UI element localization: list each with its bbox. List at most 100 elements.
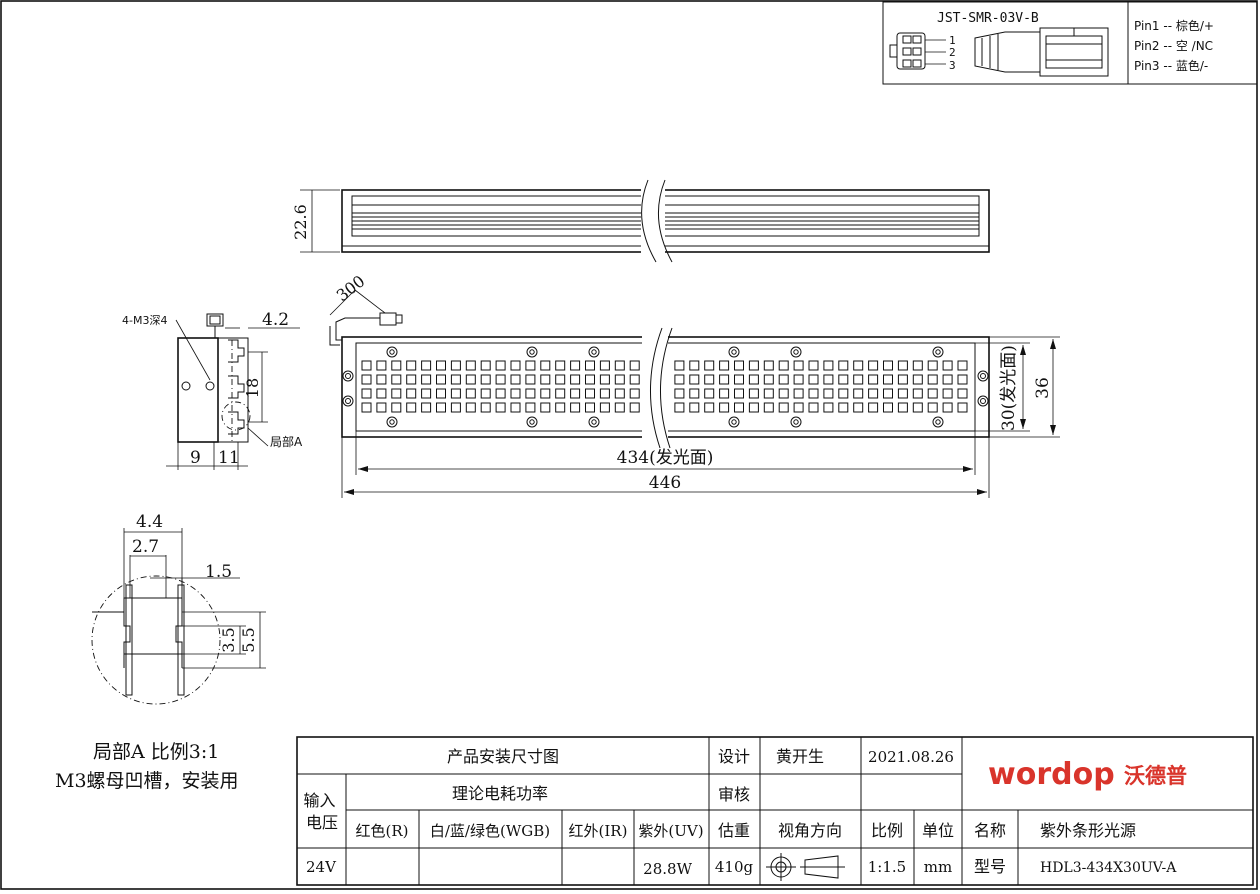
led-chip — [838, 388, 849, 399]
input-voltage-label: 输入 电压 — [303, 791, 340, 832]
dim-emit-length: 434(发光面) — [617, 448, 714, 468]
led-chip — [406, 360, 417, 371]
pin-number-3: 3 — [949, 59, 956, 72]
led-chip — [763, 402, 774, 413]
led-chip — [957, 402, 968, 413]
mount-screw-center — [731, 349, 737, 355]
led-chip — [510, 402, 521, 413]
led-chip — [674, 402, 685, 413]
brand-logo-cn: 沃德普 — [1124, 764, 1187, 788]
mount-screw-center — [529, 419, 535, 425]
led-chip — [629, 402, 640, 413]
led-chip — [734, 360, 744, 371]
led-chip — [450, 374, 461, 385]
mount-screw — [728, 416, 740, 428]
led-chip — [421, 374, 432, 385]
led-chip — [808, 388, 819, 399]
led-chip — [823, 388, 834, 399]
led-chip — [585, 388, 595, 399]
led-chip — [391, 360, 402, 371]
led-chip — [540, 402, 551, 413]
led-chip — [793, 374, 804, 385]
led-chip — [957, 360, 968, 371]
led-chip — [748, 388, 759, 399]
led-chip — [599, 388, 610, 399]
led-chip — [450, 402, 461, 413]
led-chip — [748, 374, 759, 385]
led-chip — [853, 374, 864, 385]
name-label: 名称 — [974, 821, 1006, 840]
led-chip — [540, 374, 551, 385]
led-chip — [480, 374, 491, 385]
led-chip — [734, 374, 744, 385]
led-chip — [942, 360, 953, 371]
led-chip — [823, 374, 834, 385]
led-chip — [883, 388, 893, 399]
weight-value: 410g — [715, 858, 754, 876]
detail-dim-w1: 4.4 — [136, 512, 163, 532]
led-chip — [406, 374, 417, 385]
led-chip — [778, 360, 789, 371]
led-chip — [629, 360, 640, 371]
led-chip — [897, 374, 908, 385]
title-block: 产品安装尺寸图 设计 黄开生 2021.08.26 审核 理论电耗功率 输入 电… — [296, 736, 1254, 886]
detail-caption-scale: 局部A 比例3:1 — [93, 741, 219, 763]
led-chip — [838, 374, 849, 385]
led-chip — [555, 360, 566, 371]
led-chip — [361, 402, 372, 413]
weight-label: 估重 — [718, 821, 750, 840]
pin-number-2: 2 — [949, 46, 956, 59]
led-chip — [912, 402, 923, 413]
drawing-date: 2021.08.26 — [868, 748, 954, 766]
led-chip — [391, 388, 402, 399]
led-chip — [465, 374, 476, 385]
led-chip — [614, 360, 625, 371]
led-chip — [436, 374, 446, 385]
led-chip — [614, 402, 625, 413]
mount-screw-center — [935, 349, 941, 355]
led-chip — [868, 360, 879, 371]
detail-caption-note: M3螺母凹槽，安装用 — [55, 770, 239, 792]
led-chip — [927, 374, 938, 385]
led-chip — [391, 374, 402, 385]
mount-screw — [790, 346, 802, 358]
led-chip — [838, 402, 849, 413]
pin-number-1: 1 — [949, 34, 956, 47]
led-chip — [570, 402, 581, 413]
pin2-label: Pin2 -- 空 /NC — [1134, 39, 1213, 53]
led-chip — [599, 402, 610, 413]
led-chip — [465, 402, 476, 413]
dim-offset-top: 4.2 — [262, 310, 289, 330]
dim-side-a: 9 — [190, 448, 201, 468]
mount-screw-center — [389, 419, 395, 425]
led-chip — [853, 402, 864, 413]
mount-screw-center — [793, 349, 799, 355]
led-chip — [495, 374, 506, 385]
led-chip — [883, 360, 893, 371]
mount-screw — [588, 346, 600, 358]
led-chip — [525, 360, 536, 371]
led-chip — [868, 402, 879, 413]
led-grid — [361, 346, 968, 428]
led-chip — [585, 360, 595, 371]
led-chip — [599, 360, 610, 371]
col-wgb: 白/蓝/绿色(WGB) — [430, 822, 550, 840]
brand-logo: wordop 沃德普 — [988, 757, 1187, 792]
led-chip — [897, 360, 908, 371]
led-chip — [793, 402, 804, 413]
led-chip — [436, 388, 446, 399]
led-chip — [525, 374, 536, 385]
led-chip — [912, 388, 923, 399]
connector-model: JST-SMR-03V-B — [937, 11, 1039, 26]
model-value: HDL3-434X30UV-A — [1040, 860, 1177, 876]
led-chip — [570, 360, 581, 371]
designer-name: 黄开生 — [776, 747, 824, 766]
voltage-value: 24V — [306, 858, 337, 876]
led-chip — [421, 402, 432, 413]
led-chip — [361, 374, 372, 385]
led-chip — [555, 388, 566, 399]
led-chip — [808, 360, 819, 371]
drawing-title: 产品安装尺寸图 — [447, 747, 559, 766]
